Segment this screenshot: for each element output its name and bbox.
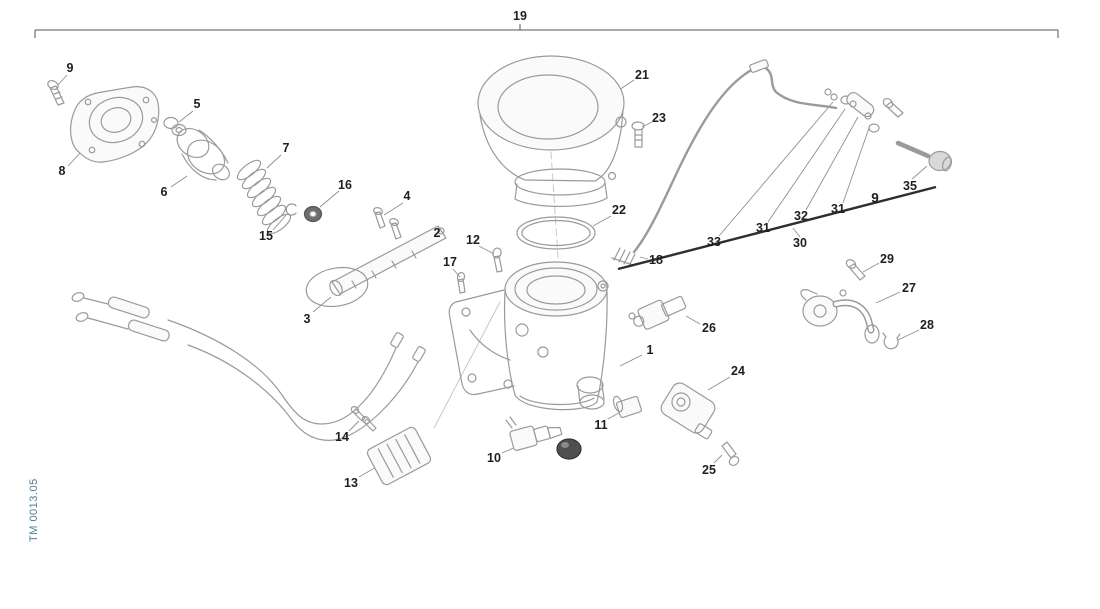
part-29-screw [845,259,866,281]
callout-2: 2 [433,226,441,240]
part-18-hose-fitting [611,247,636,267]
callout-7: 7 [282,141,290,155]
callout-27: 27 [902,281,916,295]
callout-14: 14 [335,430,349,444]
part-23-screw [631,121,645,148]
part-8-cover-plate [70,86,160,163]
doc-number: TM 0013.05 [28,478,40,542]
part-28-clamp [882,332,901,350]
callout-12: 12 [466,233,480,247]
callout-9-group: 9 [871,190,879,206]
callout-1: 1 [646,343,654,357]
callout-23: 23 [652,111,666,125]
callout-19: 19 [513,9,527,23]
callout-5: 5 [193,97,201,111]
callout-26: 26 [702,321,716,335]
callout-22: 22 [612,203,626,217]
part-11-bushing [612,395,643,419]
callout-33: 33 [707,235,721,249]
callout-8: 8 [58,164,66,178]
part-30-cable [617,185,937,271]
part-24-sensor [660,382,716,440]
part-27-elbow-fitting [800,289,880,344]
callout-30: 30 [793,236,807,250]
part-13-connector [366,426,432,486]
callout-15: 15 [259,229,273,243]
callout-28: 28 [920,318,934,332]
part-16-washer [303,205,323,223]
callout-17: 17 [443,255,457,269]
callout-32: 32 [794,209,808,223]
part-12-screw [492,247,503,273]
part-25-screw [721,441,740,467]
callout-31-a: 31 [756,221,770,235]
callout-6: 6 [160,185,168,199]
callout-4: 4 [403,189,411,203]
callout-25: 25 [702,463,716,477]
part-26-injector [628,295,687,330]
callout-24: 24 [731,364,745,378]
part-10-idle-valve [505,416,582,460]
vent-hose [632,59,838,254]
callout-31-b: 31 [831,202,845,216]
part-22-o-ring [516,216,596,250]
part-3-diaphragm-disc [305,266,369,308]
callout-10: 10 [487,451,501,465]
part-21-intake-funnel [477,55,627,207]
callout-13: 13 [344,476,358,490]
callout-35: 35 [903,179,917,193]
part-1-throttle-body [448,261,609,411]
callout-18: 18 [649,253,663,267]
axis-lines [433,151,560,429]
callout-9-screw: 9 [66,61,74,75]
part-9-screw [47,80,65,106]
part-6-choke-cone [176,127,230,181]
part-7-spring [236,159,292,235]
callout-3: 3 [303,312,311,326]
callout-29: 29 [880,252,894,266]
part-5-nut [163,116,187,137]
throttle-cables [71,292,426,441]
part-17-screw [456,271,466,294]
part-2-fuel-rail [329,225,447,297]
group-bracket [34,24,1059,38]
part-35-cable-knob [895,140,953,172]
part-15-snap-ring [285,203,297,216]
part-31-33-lever-cluster [840,92,904,133]
part-4-screws [373,207,402,240]
callout-16: 16 [338,178,352,192]
callout-21: 21 [635,68,649,82]
leader-lines [57,74,928,478]
callout-11: 11 [594,418,608,432]
